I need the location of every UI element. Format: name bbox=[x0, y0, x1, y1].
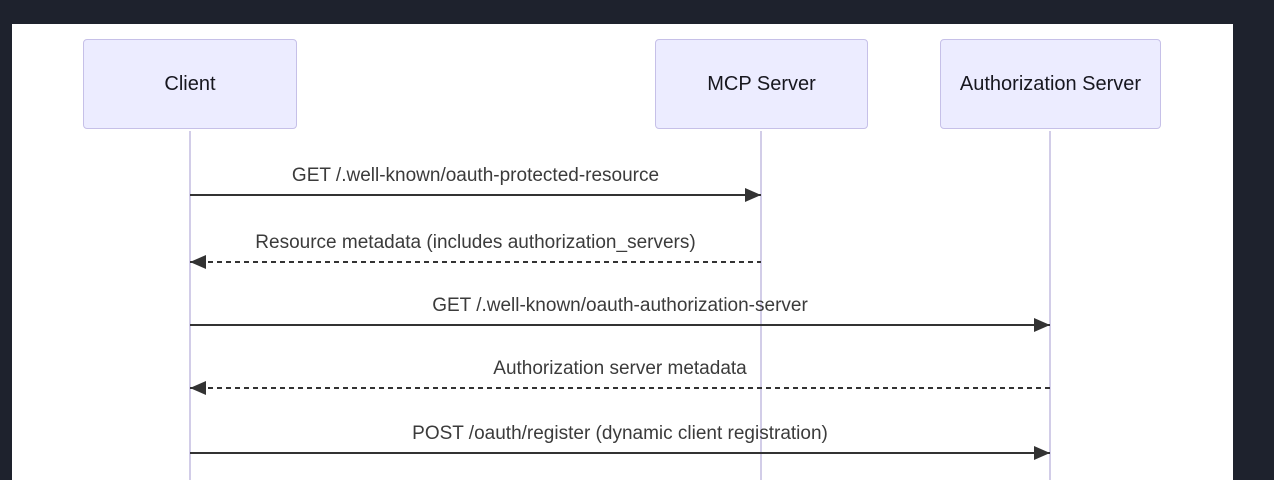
message-get-authorization-server: GET /.well-known/oauth-authorization-ser… bbox=[190, 288, 1050, 332]
message-line-dashed bbox=[190, 261, 761, 263]
message-line-solid bbox=[190, 324, 1050, 326]
message-line-dashed bbox=[190, 387, 1050, 389]
message-label: GET /.well-known/oauth-protected-resourc… bbox=[291, 165, 660, 186]
sequence-diagram-canvas: Client MCP Server Authorization Server G… bbox=[12, 24, 1233, 480]
actor-label-authorization-server: Authorization Server bbox=[959, 72, 1142, 95]
actor-box-mcp-server: MCP Server bbox=[655, 39, 868, 129]
arrowhead-right-icon bbox=[1034, 446, 1050, 460]
lifeline-client bbox=[189, 131, 191, 480]
message-authorization-server-metadata: Authorization server metadata bbox=[190, 351, 1050, 395]
lifeline-mcp-server bbox=[760, 131, 762, 480]
message-post-oauth-register: POST /oauth/register (dynamic client reg… bbox=[190, 416, 1050, 460]
message-label: Authorization server metadata bbox=[493, 358, 747, 379]
arrowhead-right-icon bbox=[745, 188, 761, 202]
message-label: GET /.well-known/oauth-authorization-ser… bbox=[432, 295, 808, 316]
arrowhead-right-icon bbox=[1034, 318, 1050, 332]
lifeline-authorization-server bbox=[1049, 131, 1051, 480]
message-label: Resource metadata (includes authorizatio… bbox=[255, 232, 696, 253]
message-resource-metadata: Resource metadata (includes authorizatio… bbox=[190, 225, 761, 269]
actor-label-client: Client bbox=[164, 72, 216, 95]
actor-box-client: Client bbox=[83, 39, 297, 129]
arrowhead-left-icon bbox=[190, 381, 206, 395]
message-label: POST /oauth/register (dynamic client reg… bbox=[412, 423, 828, 444]
actor-label-mcp-server: MCP Server bbox=[707, 72, 816, 95]
arrowhead-left-icon bbox=[190, 255, 206, 269]
message-line-solid bbox=[190, 452, 1050, 454]
message-get-protected-resource: GET /.well-known/oauth-protected-resourc… bbox=[190, 158, 761, 202]
actor-box-authorization-server: Authorization Server bbox=[940, 39, 1161, 129]
message-line-solid bbox=[190, 194, 761, 196]
